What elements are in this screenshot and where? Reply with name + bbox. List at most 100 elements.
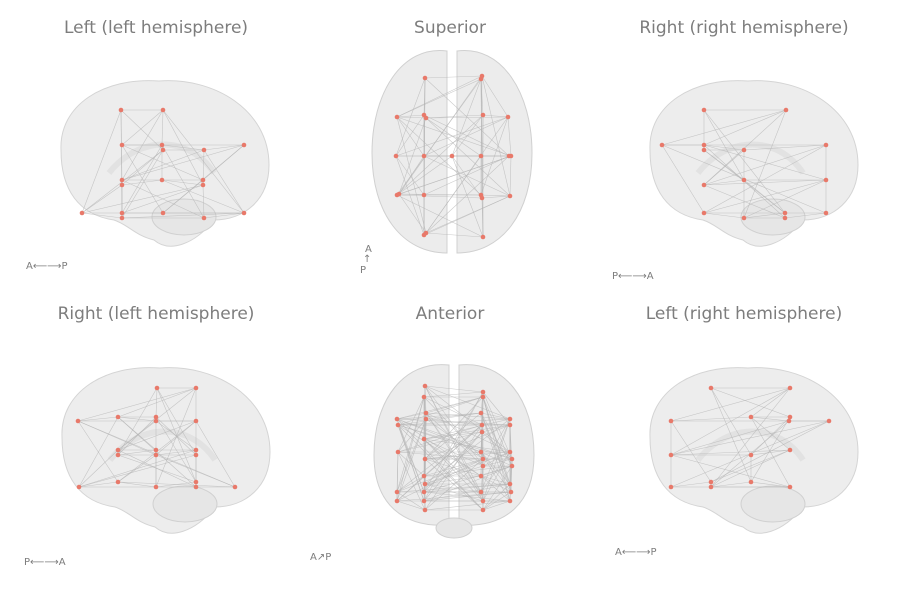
- connection-line: [120, 109, 164, 151]
- brain-node: [701, 210, 707, 216]
- connection-line: [710, 387, 752, 483]
- brain-node: [153, 418, 159, 424]
- panel-title: Anterior: [415, 304, 485, 324]
- connection-line: [397, 451, 426, 511]
- nodes: [394, 383, 515, 513]
- connection-line: [423, 465, 513, 493]
- connection-line: [117, 420, 197, 451]
- brain-node: [200, 182, 206, 188]
- brain-lateral-view: [649, 80, 859, 247]
- connection-line: [397, 396, 484, 426]
- connection-line: [480, 412, 512, 493]
- brain-node: [509, 463, 515, 469]
- brain-node: [396, 191, 402, 197]
- cerebellum-outline: [151, 198, 217, 236]
- brain-node: [423, 230, 429, 236]
- connection-line: [155, 454, 236, 488]
- brainstem-outline: [435, 517, 473, 539]
- connection-line: [396, 116, 512, 157]
- brain-node: [480, 463, 486, 469]
- brain-node: [701, 147, 707, 153]
- brain-node: [783, 107, 789, 113]
- connection-line: [750, 416, 791, 483]
- connection-line: [195, 420, 236, 488]
- brain-node: [201, 147, 207, 153]
- connection-line: [398, 155, 512, 195]
- brain-node: [659, 142, 665, 148]
- connection-line: [710, 449, 791, 488]
- connection-line: [396, 396, 484, 420]
- connection-line: [670, 420, 790, 456]
- connection-line: [423, 491, 512, 502]
- brain-node: [201, 215, 207, 221]
- connection-line: [397, 424, 425, 502]
- connection-line: [117, 387, 197, 418]
- connection-line: [482, 391, 513, 460]
- connection-line: [78, 454, 197, 488]
- brain-node: [193, 418, 199, 424]
- brain-node: [741, 177, 747, 183]
- connection-line: [482, 114, 509, 118]
- brain-node: [421, 489, 427, 495]
- connection-line: [396, 396, 425, 493]
- brain-node: [509, 456, 515, 462]
- brain-lateral-view: [60, 80, 270, 247]
- connection-line: [423, 431, 483, 440]
- panel-title: Superior: [414, 18, 486, 38]
- connection-line: [397, 424, 483, 453]
- connection-line: [161, 144, 205, 151]
- connection-line: [703, 109, 787, 146]
- brain-node: [507, 422, 513, 428]
- connection-line: [396, 475, 425, 502]
- brain-node: [422, 456, 428, 462]
- connection-line: [396, 491, 512, 502]
- brain-node: [748, 414, 754, 420]
- nodes: [659, 107, 829, 221]
- brain-node: [787, 447, 793, 453]
- brain-node: [153, 447, 159, 453]
- connection-line: [482, 451, 511, 502]
- connection-line: [703, 109, 787, 186]
- brain-node: [115, 414, 121, 420]
- connection-line: [398, 193, 427, 234]
- brain-node: [119, 182, 125, 188]
- brain-node: [394, 498, 400, 504]
- brain-node: [423, 416, 429, 422]
- brain-node: [787, 484, 793, 490]
- connection-line: [155, 420, 197, 456]
- connection-line: [424, 465, 484, 485]
- connection-line: [397, 418, 427, 453]
- connection-line: [155, 449, 197, 456]
- brain-node: [708, 479, 714, 485]
- brain-node: [119, 177, 125, 183]
- connection-line: [703, 184, 786, 219]
- brain-node: [423, 410, 429, 416]
- right-hemisphere-outline: [456, 50, 533, 254]
- connection-line: [482, 500, 511, 511]
- connection-line: [81, 109, 122, 214]
- brain-node: [507, 449, 513, 455]
- brain-outline: [61, 367, 271, 534]
- connection-line: [423, 431, 483, 493]
- brain-node: [422, 481, 428, 487]
- brain-node: [423, 115, 429, 121]
- connection-line: [396, 116, 425, 157]
- connection-line: [121, 212, 245, 219]
- brain-node: [479, 429, 485, 435]
- connection-line: [156, 387, 197, 483]
- connection-line: [424, 385, 484, 393]
- brain-medial-view: [649, 367, 859, 534]
- connection-line: [395, 77, 426, 157]
- connection-line: [161, 144, 205, 219]
- connection-line: [423, 391, 484, 493]
- brain-node: [478, 449, 484, 455]
- connection-line: [423, 116, 509, 157]
- connection-line: [481, 195, 511, 199]
- brain-node: [668, 484, 674, 490]
- connection-line: [396, 194, 484, 238]
- connection-line: [202, 184, 205, 219]
- brain-node: [79, 210, 85, 216]
- brain-silhouette: [649, 80, 859, 247]
- connection-line: [156, 387, 197, 456]
- connection-line: [481, 424, 511, 433]
